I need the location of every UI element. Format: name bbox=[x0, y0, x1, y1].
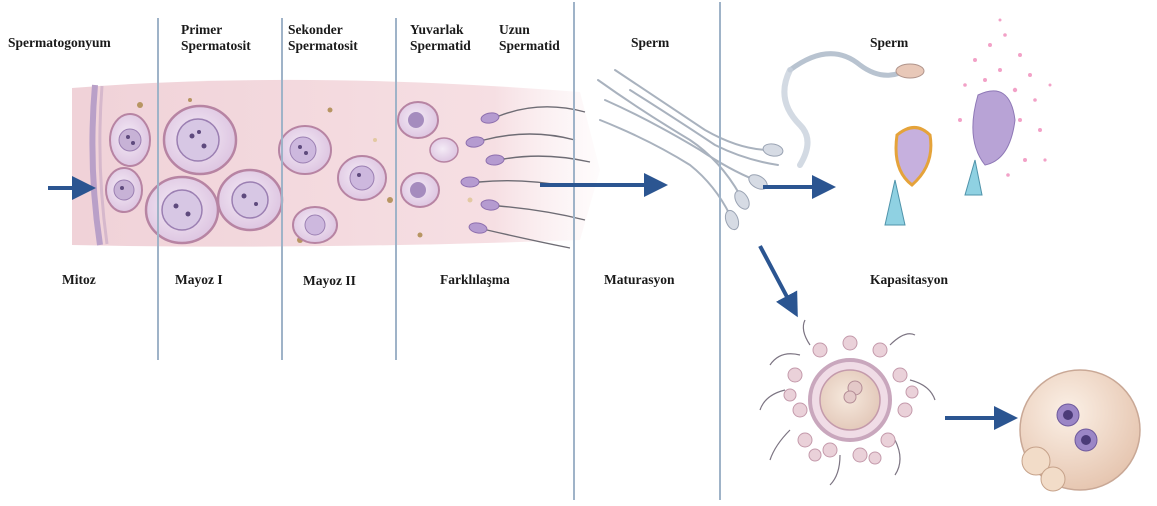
process-label-meiosis-2: Mayoz II bbox=[303, 273, 356, 289]
stage-label-line: Spermatid bbox=[499, 38, 560, 54]
stage-label-capacitated-sperm: Sperm bbox=[870, 35, 908, 51]
stage-label-line: Primer bbox=[181, 22, 251, 38]
stage-label-elongated-spermatid: Uzun Spermatid bbox=[499, 22, 560, 54]
fertilized-egg bbox=[1020, 370, 1140, 491]
stage-label-line: Yuvarlak bbox=[410, 22, 471, 38]
stage-label-secondary-spermatocyte: Sekonder Spermatosit bbox=[288, 22, 358, 54]
stage-label-line: Uzun bbox=[499, 22, 560, 38]
oocyte-cumulus bbox=[760, 320, 935, 485]
stage-label-spermatogonium: Spermatogonyum bbox=[8, 35, 111, 51]
stage-label-line: Sekonder bbox=[288, 22, 358, 38]
stage-label-line: Sperm bbox=[631, 35, 669, 51]
stage-label-round-spermatid: Yuvarlak Spermatid bbox=[410, 22, 471, 54]
process-label-maturation: Maturasyon bbox=[604, 272, 675, 288]
process-label-capacitation: Kapasitasyon bbox=[870, 272, 948, 288]
stage-dividers bbox=[158, 2, 720, 500]
stage-label-primary-spermatocyte: Primer Spermatosit bbox=[181, 22, 251, 54]
process-label-meiosis-1: Mayoz I bbox=[175, 272, 223, 288]
stage-label-sperm: Sperm bbox=[631, 35, 669, 51]
stage-label-line: Spermatid bbox=[410, 38, 471, 54]
capacitated-sperm-heads bbox=[885, 91, 1015, 225]
stage-label-line: Spermatosit bbox=[181, 38, 251, 54]
stage-label-line: Spermatosit bbox=[288, 38, 358, 54]
arrow-down-right-icon bbox=[760, 246, 795, 312]
process-label-mitosis: Mitoz bbox=[62, 272, 96, 288]
stage-label-line: Sperm bbox=[870, 35, 908, 51]
process-label-differentiation: Farklılaşma bbox=[440, 272, 510, 288]
mature-sperm-bundle bbox=[598, 70, 778, 215]
stage-label-line: Spermatogonyum bbox=[8, 35, 111, 51]
